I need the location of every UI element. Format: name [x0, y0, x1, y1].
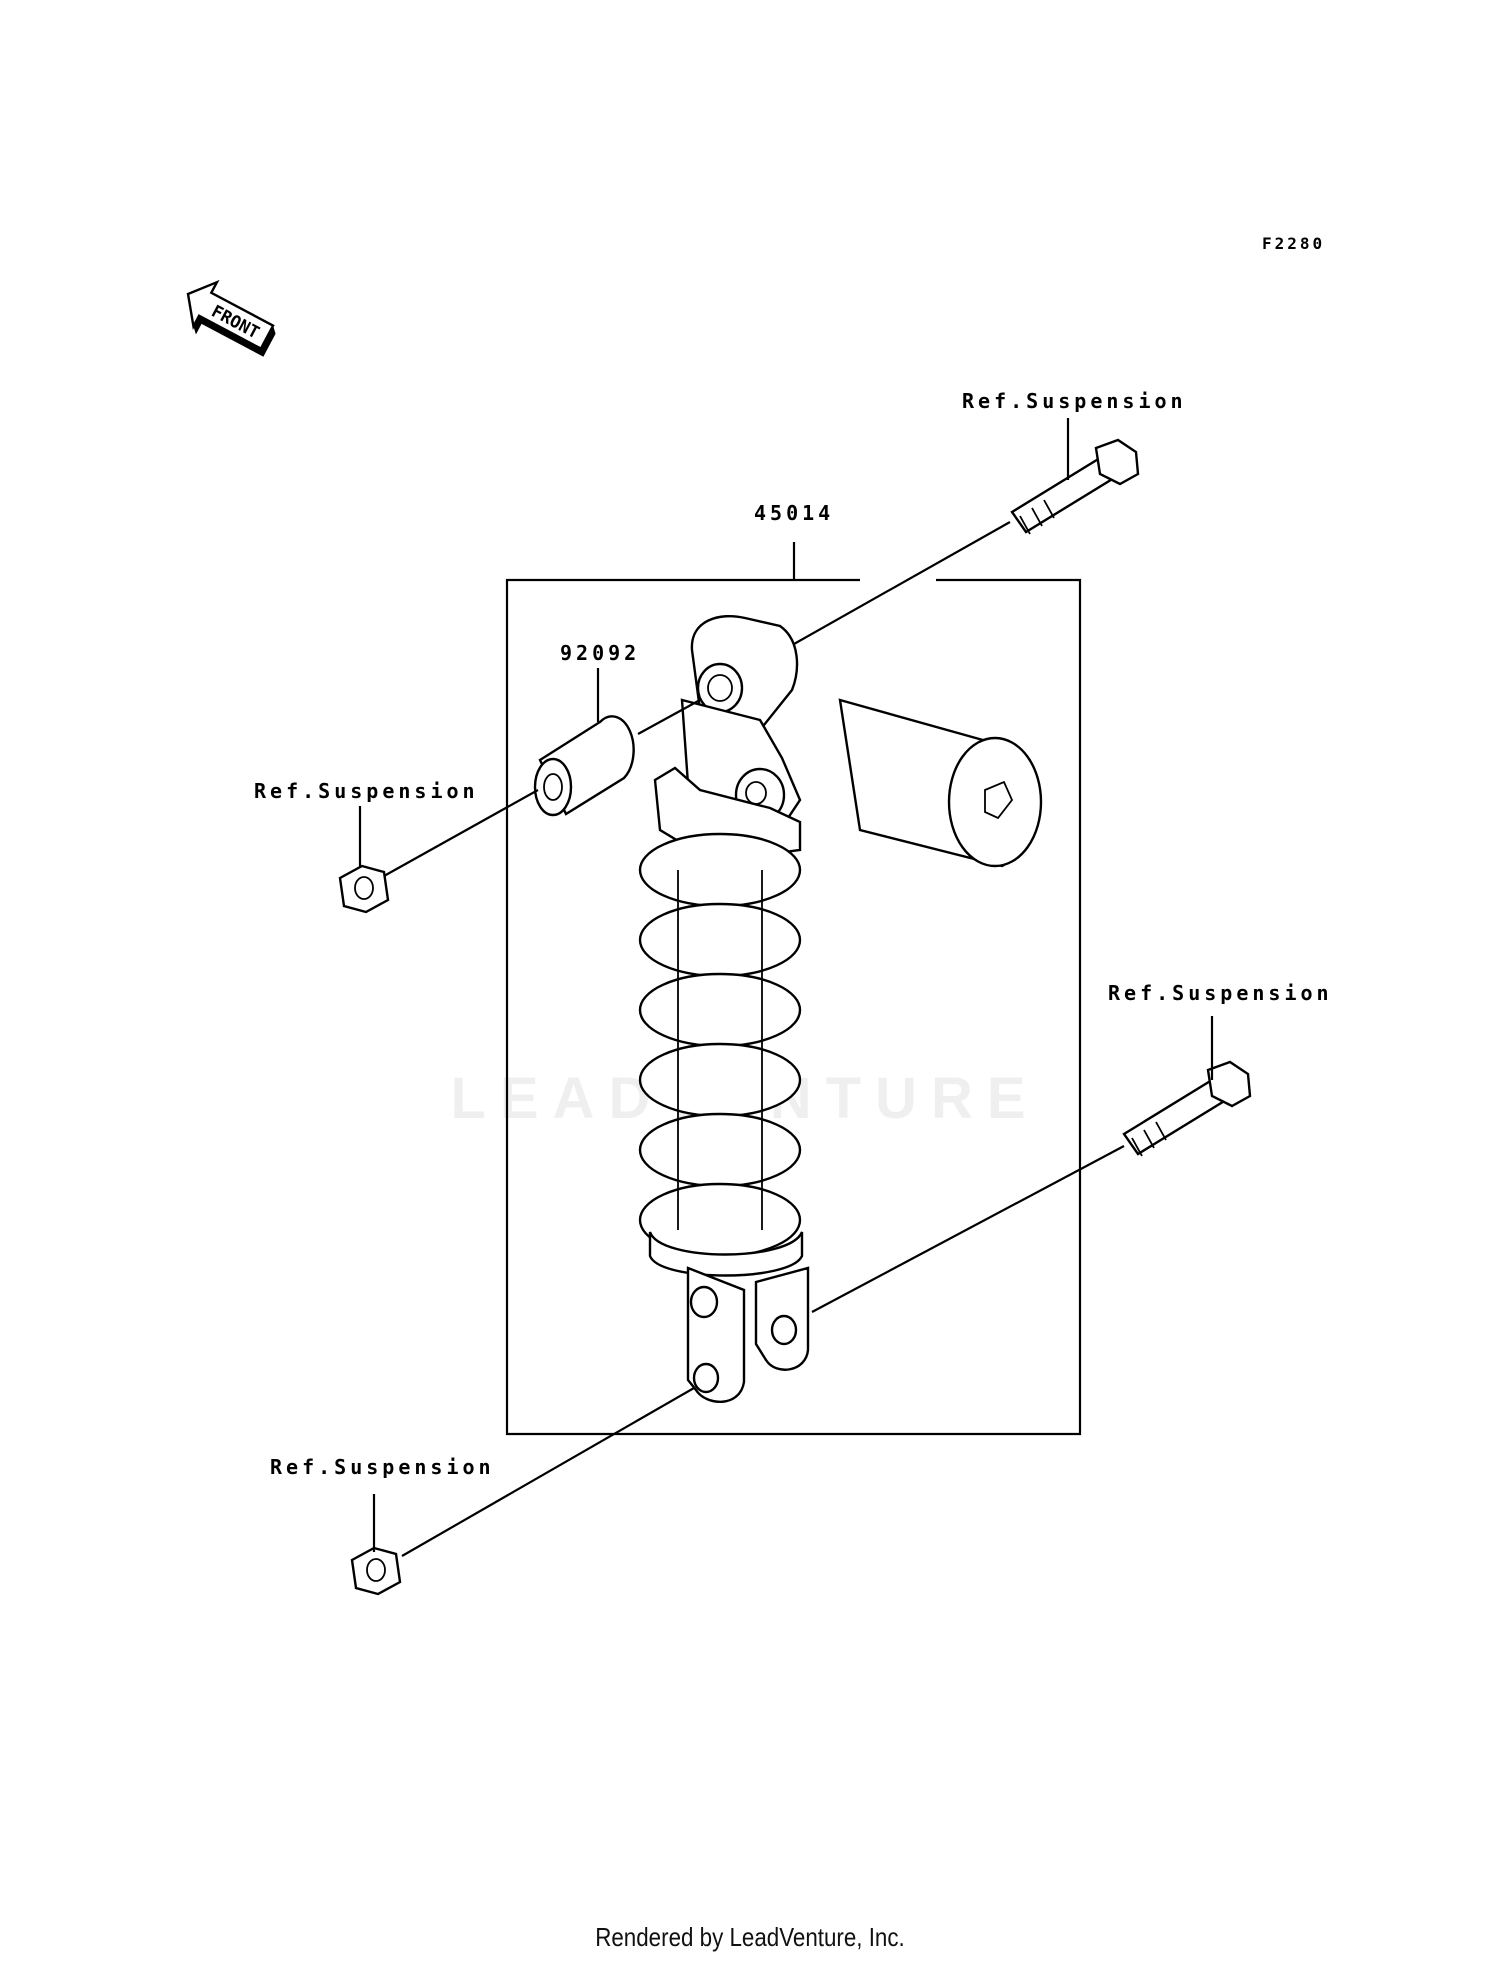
ref-lower-bolt: Ref.Suspension: [1108, 981, 1333, 1005]
figure-code: F2280: [1262, 234, 1325, 253]
footer-credit: Rendered by LeadVenture, Inc.: [595, 1922, 905, 1952]
ref-lower-nut: Ref.Suspension: [270, 1455, 495, 1479]
upper-nut-path: [383, 789, 539, 877]
ref-upper-nut: Ref.Suspension: [254, 779, 479, 803]
lower-bolt: [1122, 1060, 1252, 1157]
upper-bolt-path: [793, 521, 1011, 645]
upper-bolt-path-2: [637, 699, 701, 735]
callout-92092: 92092: [560, 641, 640, 665]
ref-upper-bolt: Ref.Suspension: [962, 389, 1187, 413]
shock-absorber: [638, 614, 1043, 1404]
lower-nut: [350, 1546, 402, 1596]
assembly-bracket: [505, 578, 1082, 1436]
collar-92092: [533, 715, 635, 817]
lower-bolt-path: [811, 1145, 1125, 1313]
front-arrow-icon: FRONT: [186, 279, 276, 357]
lower-nut-path: [401, 1387, 695, 1557]
upper-bolt: [1010, 438, 1140, 535]
callout-45014: 45014: [754, 501, 834, 525]
upper-nut: [338, 864, 390, 914]
